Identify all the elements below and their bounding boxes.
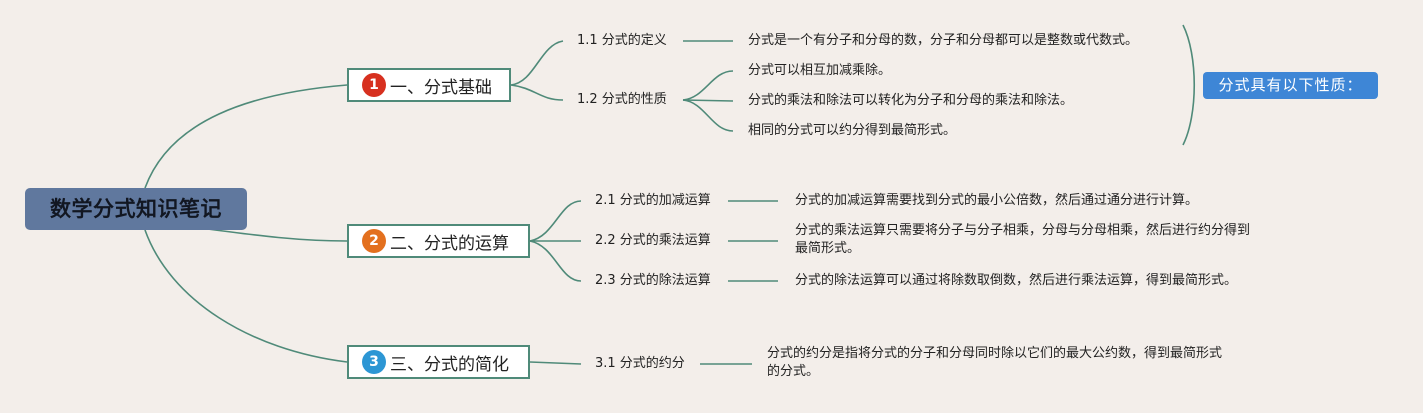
number-badge-2: 2 (362, 229, 386, 253)
root-topic[interactable]: 数学分式知识笔记 (25, 188, 247, 230)
subtopic-3-1[interactable]: 3.1 分式的约分 (595, 356, 685, 371)
subtopic-2-2[interactable]: 2.2 分式的乘法运算 (595, 233, 711, 248)
detail-2-2-line-2: 最简形式。 (795, 241, 861, 256)
summary-brace (1182, 24, 1196, 146)
number-badge-3: 3 (362, 350, 386, 374)
detail-3-1-line-2: 的分式。 (767, 364, 820, 379)
detail-1-2-a[interactable]: 分式可以相互加减乘除。 (748, 63, 892, 78)
sub-1-2-to-detail-b (682, 99, 734, 102)
main-topic-2[interactable]: 2 二、分式的运算 (347, 224, 530, 258)
main-topic-1-label: 一、分式基础 (390, 77, 492, 98)
detail-2-3[interactable]: 分式的除法运算可以通过将除数取倒数，然后进行乘法运算，得到最简形式。 (795, 273, 1238, 288)
detail-1-2-c[interactable]: 相同的分式可以约分得到最简形式。 (748, 123, 957, 138)
summary-label[interactable]: 分式具有以下性质： (1203, 72, 1378, 99)
main-topic-3[interactable]: 3 三、分式的简化 (347, 345, 530, 379)
main-3-to-sub-3-1 (529, 361, 582, 365)
main-topic-2-label: 二、分式的运算 (390, 233, 509, 254)
root-to-main-2 (199, 227, 348, 242)
detail-3-1-line-1: 分式的约分是指将分式的分子和分母同时除以它们的最大公约数，得到最简形式 (767, 346, 1223, 361)
main-1-to-sub-1-1 (510, 40, 564, 86)
detail-2-2[interactable]: 分式的乘法运算只需要将分子与分子相乘，分母与分母相乘，然后进行约分得到 最简形式… (795, 222, 1250, 258)
main-1-to-sub-1-2 (510, 84, 564, 101)
detail-2-1[interactable]: 分式的加减运算需要找到分式的最小公倍数，然后通过通分进行计算。 (795, 193, 1199, 208)
sub-1-2-to-detail-a (682, 70, 734, 101)
main-topic-1[interactable]: 1 一、分式基础 (347, 68, 511, 102)
main-topic-3-label: 三、分式的简化 (390, 354, 509, 375)
main-2-to-sub-2-1 (529, 200, 582, 242)
sub-1-2-to-detail-c (682, 99, 734, 132)
detail-3-1[interactable]: 分式的约分是指将分式的分子和分母同时除以它们的最大公约数，得到最简形式 的分式。 (767, 345, 1222, 381)
subtopic-2-3[interactable]: 2.3 分式的除法运算 (595, 273, 711, 288)
detail-1-2-b[interactable]: 分式的乘法和除法可以转化为分子和分母的乘法和除法。 (748, 93, 1074, 108)
root-to-main-1 (144, 84, 348, 189)
main-2-to-sub-2-3 (529, 240, 582, 282)
root-to-main-3 (144, 229, 348, 363)
detail-2-2-line-1: 分式的乘法运算只需要将分子与分子相乘，分母与分母相乘，然后进行约分得到 (795, 223, 1251, 238)
subtopic-1-1[interactable]: 1.1 分式的定义 (577, 33, 667, 48)
detail-1-1[interactable]: 分式是一个有分子和分母的数，分子和分母都可以是整数或代数式。 (748, 33, 1139, 48)
subtopic-2-1[interactable]: 2.1 分式的加减运算 (595, 193, 711, 208)
number-badge-1: 1 (362, 73, 386, 97)
subtopic-1-2[interactable]: 1.2 分式的性质 (577, 92, 667, 107)
